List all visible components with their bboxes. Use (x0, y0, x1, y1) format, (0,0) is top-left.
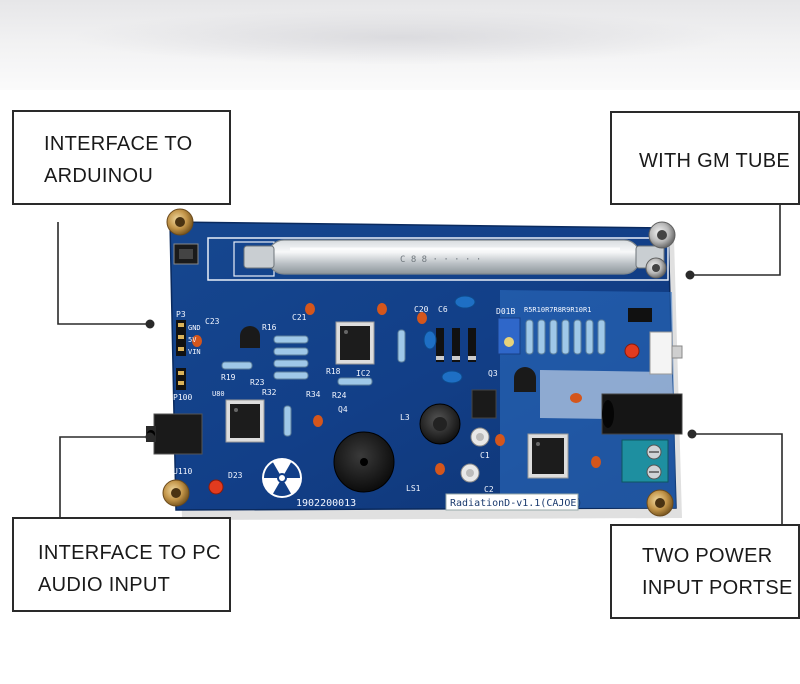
callout-arduino-interface: INTERFACE TO ARDUINOU (12, 110, 231, 205)
transistor-q3 (514, 367, 536, 392)
leader-arduino (57, 222, 150, 325)
standoff-bottom-right (646, 489, 674, 517)
callout-gm-line1: WITH GM TUBE (639, 150, 791, 172)
standoff-top-right (648, 221, 676, 249)
resistor-group-left (221, 329, 406, 437)
callout-gm-tube: WITH GM TUBE (610, 111, 800, 205)
leader-gm-tube (690, 205, 781, 276)
callout-pc-line1: INTERFACE TO PC (38, 542, 221, 564)
label-c23: C23 (205, 317, 220, 326)
svg-text:C 8 8 · · · · ·: C 8 8 · · · · · (400, 255, 481, 265)
jumper (628, 308, 652, 322)
ic-chip-center (335, 321, 375, 365)
label-u110: U110 (173, 467, 192, 476)
callout-arduino-line2: ARDUINOU (44, 165, 154, 187)
ceramic-capacitors (192, 303, 601, 475)
leader-lines (57, 205, 783, 524)
label-d01b: D01B (496, 307, 515, 316)
standoff-mid-right (645, 257, 667, 279)
tube-outline (207, 237, 669, 281)
label-resistor-row: R5R10R7R8R9R10R1 (524, 306, 591, 314)
label-c1: C1 (480, 451, 490, 460)
ic-chip-right (527, 433, 569, 479)
leader-endpoints (145, 270, 697, 442)
label-l3: L3 (400, 413, 410, 422)
audio-jack (146, 413, 203, 455)
label-d23: D23 (228, 471, 243, 480)
diodes (436, 328, 476, 362)
silkscreen-labels: P3 GND 5V VIN P100 U80 U110 D23 C23 R16 … (173, 305, 591, 509)
label-r18: R18 (326, 367, 341, 376)
buzzer (333, 431, 395, 493)
callout-power-ports: TWO POWER INPUT PORTSE (610, 524, 800, 619)
label-c2: C2 (484, 485, 494, 494)
gm-tube: C 8 8 · · · · · (243, 239, 665, 275)
label-c20: C20 (414, 305, 429, 314)
transistor-q1 (240, 326, 260, 348)
label-r32: R32 (262, 388, 277, 397)
slide-switch (649, 331, 683, 375)
label-r16: R16 (262, 323, 277, 332)
callout-arduino-line1: INTERFACE TO (44, 133, 193, 155)
standoff-bottom-left (162, 479, 190, 507)
label-u80: U80 (212, 390, 225, 398)
label-r34: R34 (306, 390, 321, 399)
leader-power (692, 433, 783, 524)
leader-pc-audio (59, 436, 150, 517)
label-q4: Q4 (338, 405, 348, 414)
tube-end-clip-left (243, 245, 275, 269)
label-vin: VIN (188, 348, 201, 356)
label-p3: P3 (176, 310, 186, 319)
board-serial: 1902200013 (296, 498, 356, 509)
label-5v: 5V (188, 336, 197, 344)
callout-power-line1: TWO POWER (642, 545, 773, 567)
label-c6: C6 (438, 305, 448, 314)
label-ls1: LS1 (406, 484, 421, 493)
callout-power-line2: INPUT PORTSE (642, 577, 793, 599)
trimmer-potentiometer (497, 317, 521, 355)
board-model-label: RadiationD-v1.1(CAJOE) (450, 498, 582, 509)
label-r23: R23 (250, 378, 265, 387)
electrolytic-capacitors (460, 427, 490, 483)
label-r19: R19 (221, 373, 236, 382)
ic-chip-left (225, 399, 265, 443)
transistor-mosfet (471, 389, 497, 419)
resistor-array-right (525, 319, 606, 355)
dc-power-jack (601, 393, 683, 435)
inductor (419, 403, 461, 445)
push-button (173, 243, 199, 265)
callout-pc-line2: AUDIO INPUT (38, 574, 171, 596)
screw-terminal (621, 439, 669, 483)
radiation-symbol (262, 458, 302, 498)
arduino-header-pins (176, 320, 186, 390)
callout-pc-audio: INTERFACE TO PC AUDIO INPUT (12, 517, 231, 612)
background-top-band (0, 0, 800, 90)
film-capacitors (423, 295, 476, 384)
standoff-top-left (166, 208, 194, 236)
label-q3: Q3 (488, 369, 498, 378)
model-label-plate: RadiationD-v1.1(CAJOE) (445, 493, 582, 511)
led-indicators (208, 343, 640, 495)
label-gnd: GND (188, 324, 201, 332)
label-ic2: IC2 (356, 369, 371, 378)
label-r24: R24 (332, 391, 347, 400)
label-p100: P100 (173, 393, 192, 402)
label-c21: C21 (292, 313, 307, 322)
